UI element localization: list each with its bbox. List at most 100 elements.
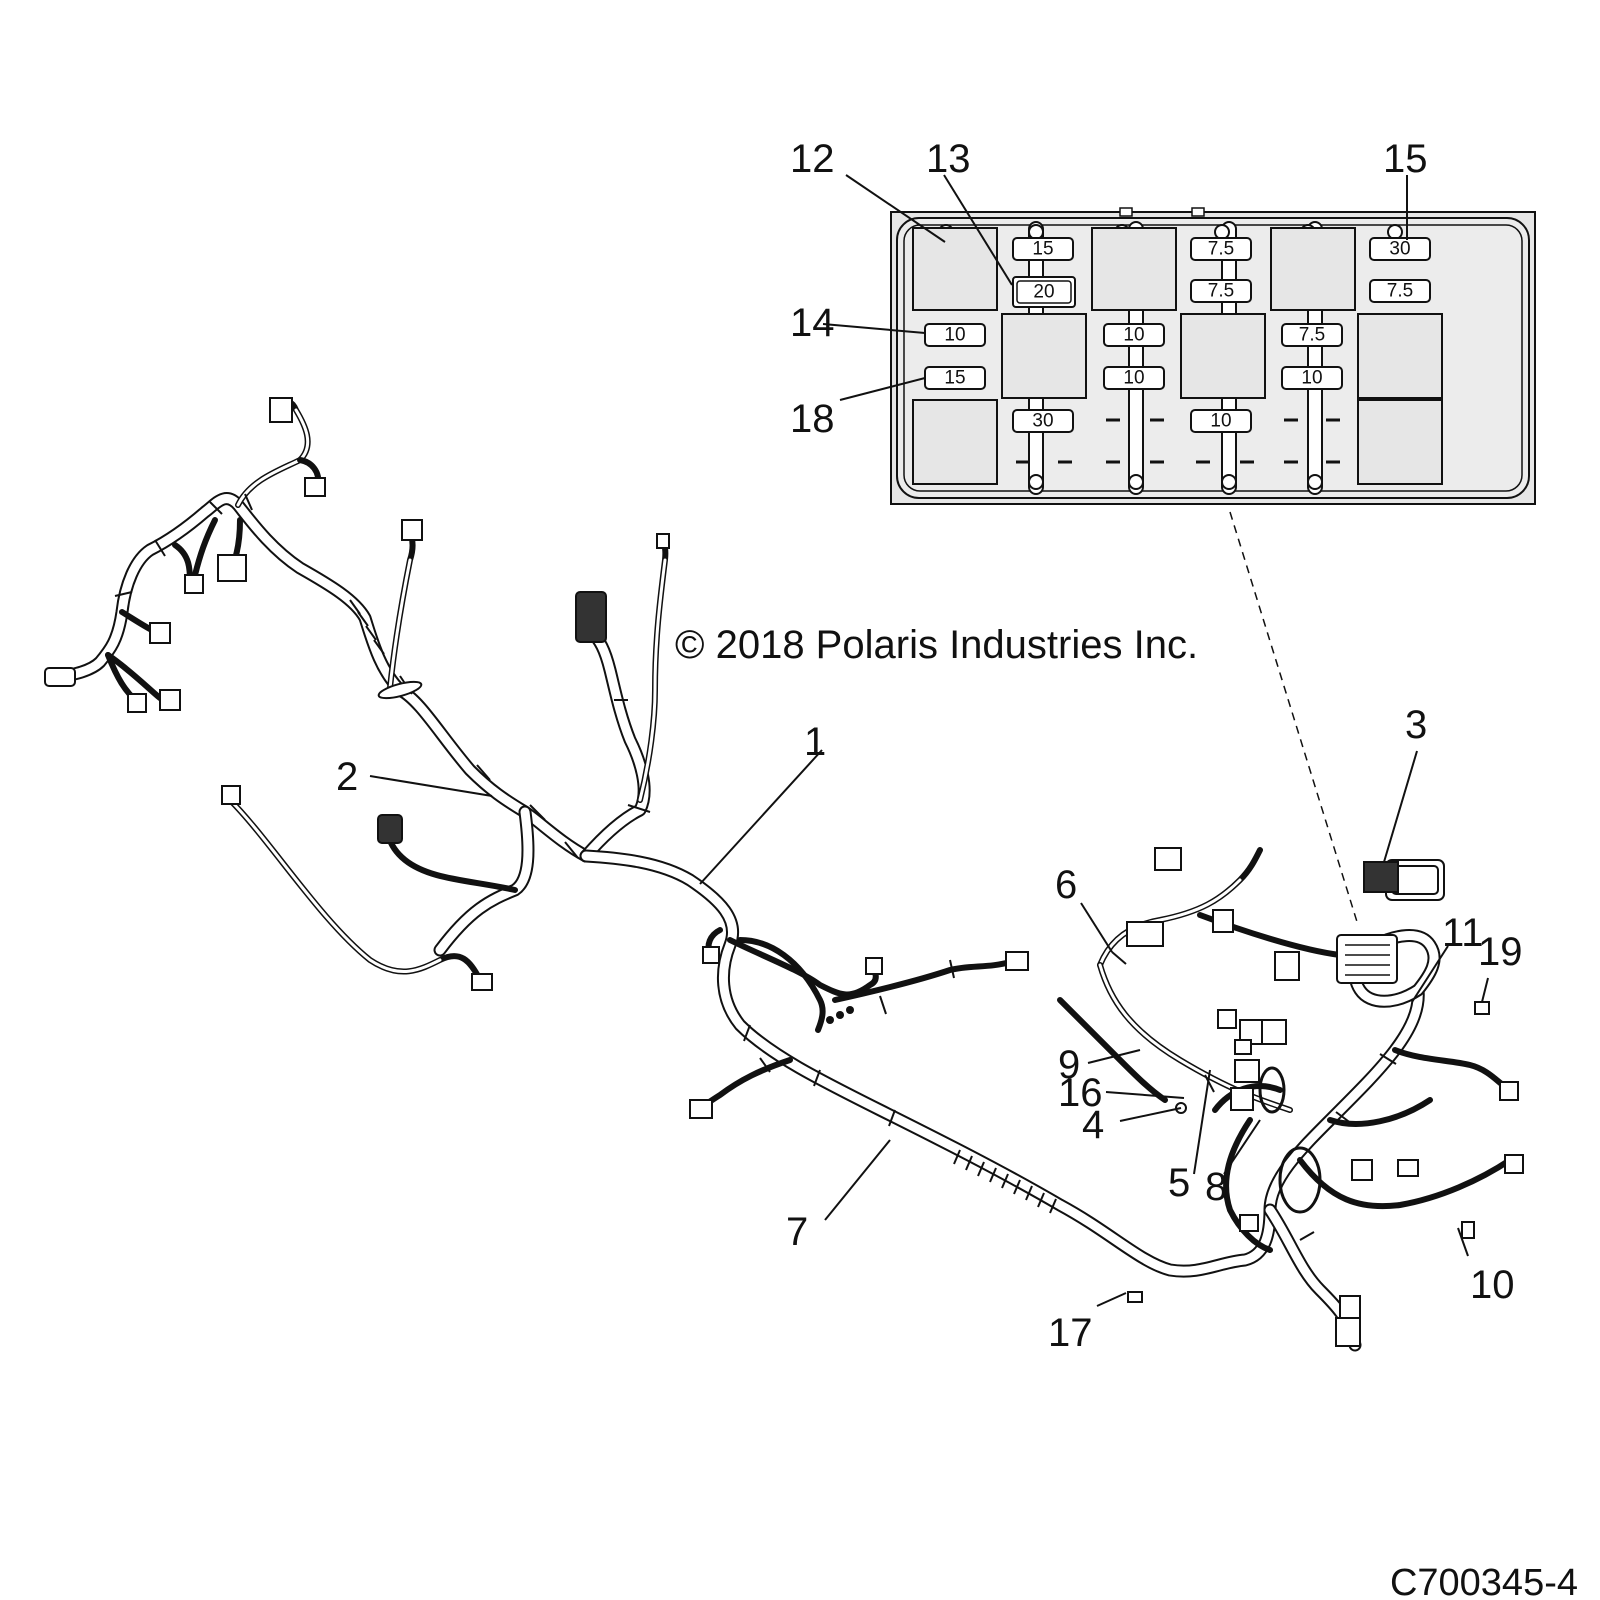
leader-lines [369,174,1489,1307]
connector [44,667,76,687]
fuse-15-b: 15 [924,366,986,390]
fuse-label: 10 [1123,368,1144,389]
corrugation [743,1024,1057,1214]
connector [1230,1087,1254,1111]
upper-center-branch [564,533,670,863]
callout-8: 8 [1205,1165,1227,1209]
connector [702,946,720,964]
connector [184,574,204,594]
callout-6: 6 [1055,863,1077,907]
fuse-15-a: 15 [1012,237,1074,261]
connector [1397,1159,1419,1177]
callout-14: 14 [790,301,835,345]
fuse-label: 20 [1033,282,1054,303]
connector [1351,1159,1373,1181]
small-part [1474,1001,1490,1015]
fuse-10-c: 10 [1103,366,1165,390]
connector [1234,1059,1260,1083]
callout-12: 12 [790,137,835,181]
fuse-label: 15 [1032,239,1053,260]
connector [1239,1214,1259,1232]
connector [217,554,247,582]
connector [149,622,171,644]
fuse-label: 7.5 [1387,281,1413,302]
relay-blocks [912,227,1443,485]
drawing-number: C700345-4 [1389,1562,1578,1600]
connector [304,477,326,497]
fuse-label: 7.5 [1299,325,1325,346]
connector [689,1099,713,1119]
fuse-label-decal [1363,861,1399,893]
clip-bands [114,493,546,821]
fuse-label: 10 [944,325,965,346]
connector [127,693,147,713]
connector [1504,1154,1524,1174]
fuse-label: 10 [1123,325,1144,346]
fuse-label: 10 [1210,411,1231,432]
callout-10: 10 [1470,1263,1515,1307]
callout-2: 2 [336,755,358,799]
connector [1154,847,1182,871]
copyright-notice: © 2018 Polaris Industries Inc. [675,623,1199,667]
connector [269,397,293,423]
rear-harness [1057,847,1524,1352]
connector [1339,1295,1361,1319]
connector [865,957,883,975]
small-part [1461,1221,1475,1239]
fuse-10-b: 10 [1103,323,1165,347]
clip-bands [564,699,651,859]
fuse-7-5-b: 7.5 [1190,279,1252,303]
fuse-block [1336,934,1398,984]
callout-19: 19 [1478,930,1523,974]
fuse-20: 20 [1012,276,1076,308]
connector [575,591,607,643]
callout-18: 18 [790,397,835,441]
fuse-label: 7.5 [1208,281,1234,302]
empty-fuse-slots [1016,418,1340,464]
callout-17: 17 [1048,1311,1093,1355]
connector [401,519,423,541]
fuse-label: 30 [1032,411,1053,432]
fuse-10-d: 10 [1190,409,1252,433]
connector [1499,1081,1519,1101]
callout-7: 7 [786,1210,808,1254]
connector [1274,951,1300,981]
connector [377,814,403,844]
callout-numbers: 1 2 3 4 5 6 7 8 9 10 11 12 13 14 15 16 1… [336,137,1523,1355]
connector [1126,921,1164,947]
front-harness [44,397,593,991]
callout-15: 15 [1383,137,1428,181]
clip-bands [759,959,955,1073]
connector [159,689,181,711]
corrugation [349,599,385,655]
small-part [1127,1291,1143,1303]
callout-5: 5 [1168,1161,1190,1205]
connector [1217,1009,1237,1029]
inset-reference-line [1229,511,1359,926]
clip-bands [1111,951,1397,1241]
callout-16: 16 [1058,1071,1103,1115]
fuse-7-5-c: 7.5 [1369,279,1431,303]
fuse-box-inset: 15 20 7.5 7.5 10 10 10 15 [890,207,1536,505]
callout-11: 11 [1442,911,1484,955]
fuse-30-a: 30 [1012,409,1074,433]
connector [656,533,670,549]
fuse-label: 7.5 [1208,239,1234,260]
fuse-30-b: 30 [1369,237,1431,261]
connector [471,973,493,991]
connector [221,785,241,805]
connector [1335,1317,1361,1347]
connector [1261,1019,1287,1045]
callout-4: 4 [1082,1103,1104,1147]
fuse-label: 15 [944,368,965,389]
callout-1: 1 [804,720,826,764]
fuse-label: 10 [1301,368,1322,389]
connector [1212,909,1234,933]
small-part [1234,1039,1252,1055]
callout-3: 3 [1405,703,1427,747]
connector [1005,951,1029,971]
callout-9: 9 [1058,1043,1080,1087]
callout-13: 13 [926,137,971,181]
